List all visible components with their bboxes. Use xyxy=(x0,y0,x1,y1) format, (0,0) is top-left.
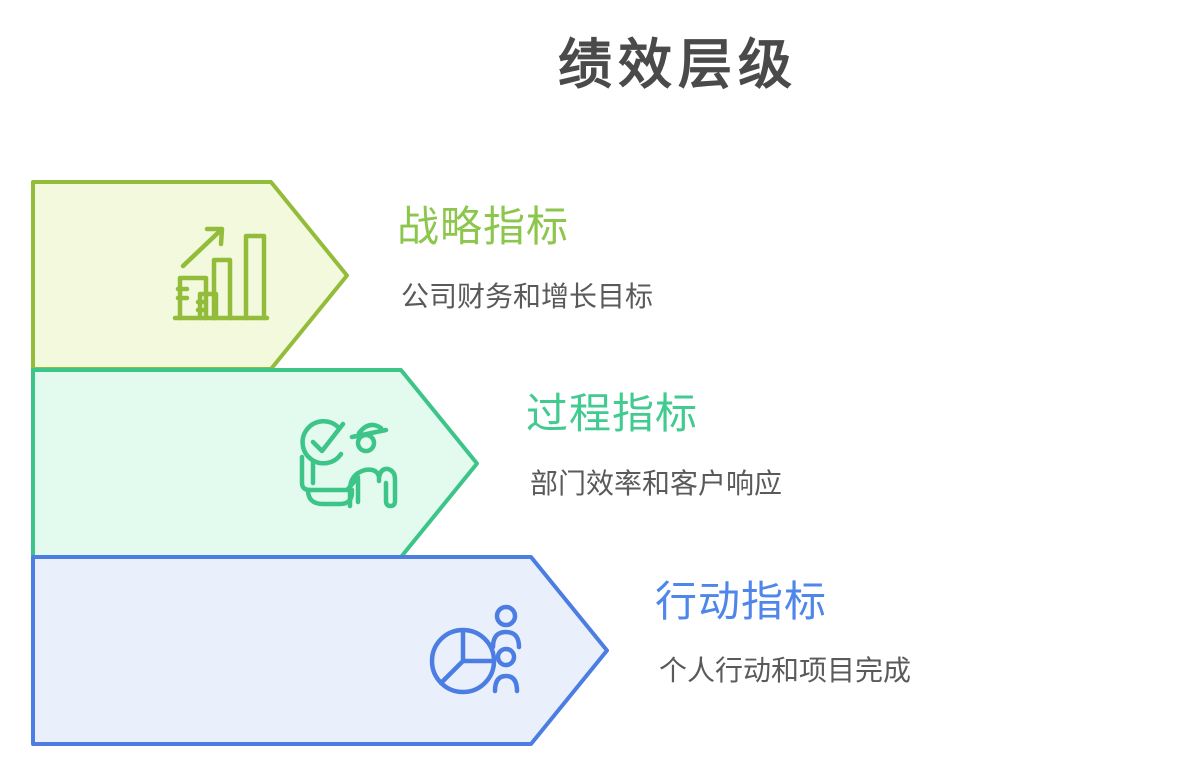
level-3-description: 个人行动和项目完成 xyxy=(659,655,912,686)
level-1-description: 公司财务和增长目标 xyxy=(401,281,654,312)
level-1-title: 战略指标 xyxy=(397,203,570,250)
level-1-arrow-shape xyxy=(31,180,349,371)
level-2-arrow xyxy=(31,368,479,559)
level-2-description: 部门效率和客户响应 xyxy=(530,468,783,499)
growth-chart-icon xyxy=(172,226,270,321)
page-title: 绩效层级 xyxy=(558,35,798,95)
pie-chart-people-icon xyxy=(429,604,522,695)
level-2-arrow-shape xyxy=(31,368,479,559)
level-3-title: 行动指标 xyxy=(655,578,828,625)
level-3-arrow xyxy=(31,555,609,746)
level-3-arrow-shape xyxy=(31,555,609,746)
level-2-title: 过程指标 xyxy=(526,390,699,437)
level-1-arrow xyxy=(31,180,349,371)
officer-check-icon xyxy=(299,419,398,509)
